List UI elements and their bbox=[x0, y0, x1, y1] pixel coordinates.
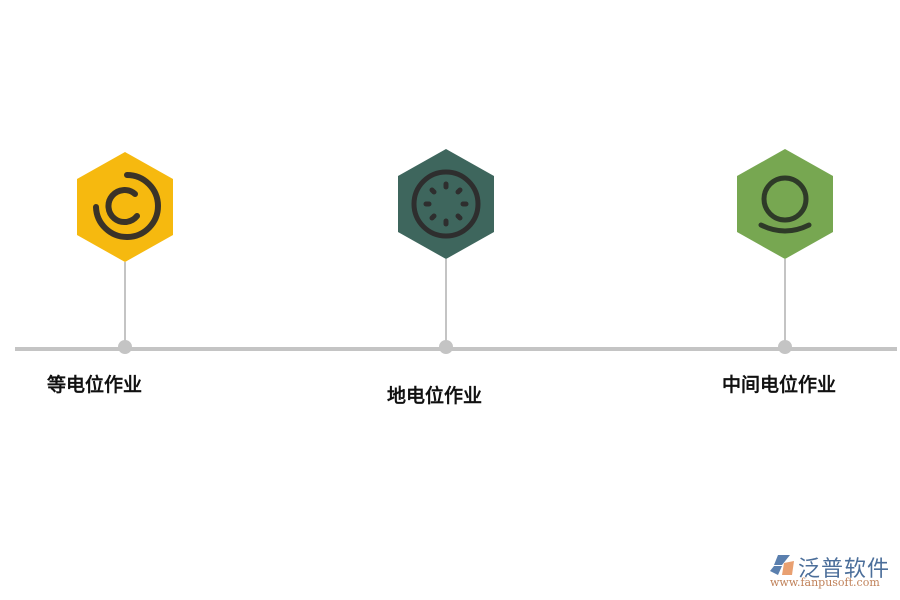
timeline-dot bbox=[439, 340, 453, 354]
hexagon-badge bbox=[398, 149, 494, 259]
timeline-stem bbox=[784, 259, 786, 347]
timeline-line bbox=[15, 347, 897, 351]
timeline-dot bbox=[118, 340, 132, 354]
timeline-dot bbox=[778, 340, 792, 354]
watermark-logo: 泛普软件 www.fanpusoft.com bbox=[770, 553, 895, 589]
loading-spinner-icon bbox=[411, 169, 481, 239]
watermark-brand: 泛普软件 bbox=[798, 557, 891, 582]
hexagon-badge bbox=[77, 152, 173, 262]
timeline-stem bbox=[124, 262, 126, 347]
timeline-stem bbox=[445, 259, 447, 347]
ring-on-base-icon bbox=[758, 175, 812, 234]
fanpu-logo-icon bbox=[770, 555, 794, 575]
concentric-arcs-icon bbox=[93, 172, 161, 240]
timeline-label: 等电位作业 bbox=[47, 374, 143, 396]
timeline-label: 中间电位作业 bbox=[722, 374, 837, 396]
watermark-url: www.fanpusoft.com bbox=[770, 576, 880, 589]
hexagon-badge bbox=[737, 149, 833, 259]
timeline-label: 地电位作业 bbox=[387, 385, 483, 407]
